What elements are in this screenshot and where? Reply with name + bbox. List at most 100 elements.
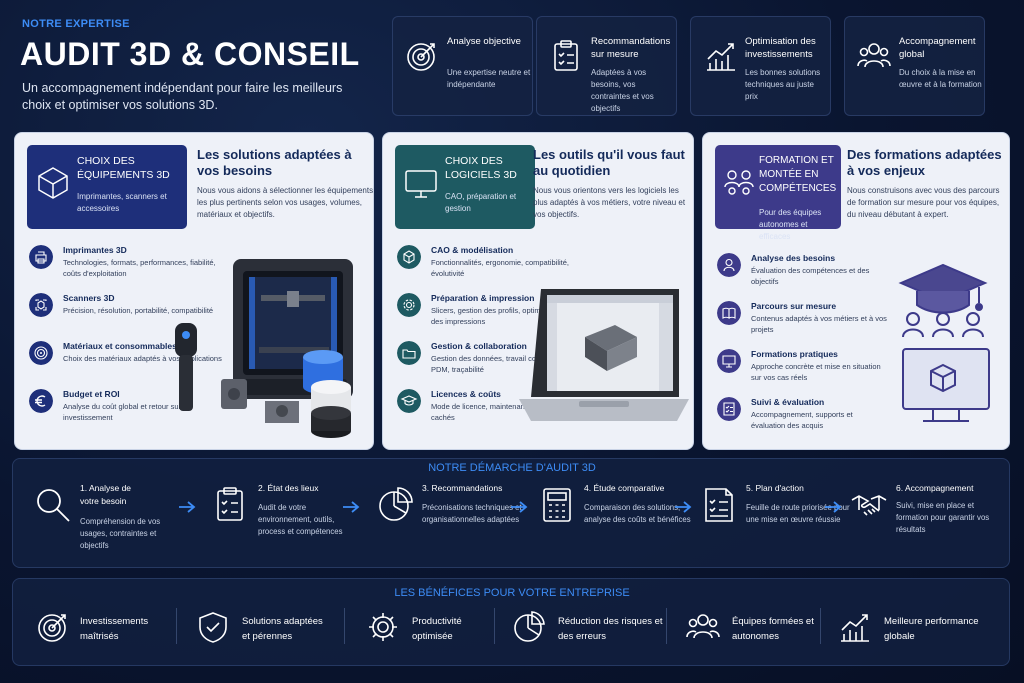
expertise-tag: NOTRE EXPERTISE (22, 18, 130, 30)
arrow-right-icon (511, 501, 528, 513)
arrow-right-icon (179, 501, 196, 513)
process-title: NOTRE DÉMARCHE D'AUDIT 3D (428, 462, 596, 474)
clipboard-icon (217, 487, 243, 521)
feature-title: Analyse objective (447, 36, 521, 47)
benefit-item: Équipes formées et autonomes (686, 610, 846, 650)
step-desc: Préconisations techniques et organisatio… (422, 503, 522, 524)
printer-illustration (175, 259, 353, 438)
feature-card-analysis: Analyse objective Une expertise neutre e… (392, 16, 533, 116)
item-desc: Fonctionnalités, ergonomie, compatibilit… (431, 258, 569, 278)
benefit-label: Solutions adaptées et pérennes (242, 616, 323, 642)
pie-chart-icon (514, 611, 545, 642)
badge-desc: Pour des équipes autonomes et efficaces (759, 208, 822, 241)
step-title: 6. Accompagnement (896, 483, 974, 493)
chart-growth-icon (707, 43, 735, 71)
badge-title: Choix des équipements 3D (77, 155, 170, 181)
list-item: CAO & modélisation Fonctionnalités, ergo… (397, 245, 569, 289)
item-title: Gestion & collaboration (431, 341, 527, 351)
panel-software: Choix des logiciels 3D CAO, préparation … (382, 132, 694, 450)
panel-training: Formation et montée en compétences Pour … (702, 132, 1010, 450)
benefit-item: Solutions adaptées et pérennes (196, 610, 356, 650)
item-title: Parcours sur mesure (751, 301, 837, 311)
item-desc: Analyse du coût global et retour sur inv… (63, 402, 181, 422)
gear-icon (397, 293, 421, 317)
item-title: Suivi & évaluation (751, 397, 825, 407)
people-icon (857, 43, 891, 68)
step-desc: Suivi, mise en place et formation pour g… (896, 501, 990, 534)
panel-heading: Des formations adaptées à vos enjeux (847, 147, 1002, 178)
panel-heading: Les solutions adaptées à vos besoins (197, 147, 352, 178)
arrow-right-icon (675, 501, 692, 513)
printer-icon (29, 245, 53, 269)
item-desc: Gestion des données, travail collaborati… (431, 354, 567, 374)
item-desc: Choix des matériaux adaptés à vos applic… (63, 354, 222, 363)
item-desc: Technologies, formats, performances, fia… (63, 258, 216, 278)
process-section (12, 458, 1010, 568)
divider (176, 608, 177, 644)
process-step: 6. Accompagnement Suivi, mise en place e… (850, 482, 1000, 562)
step-desc: Feuille de route priorisée pour une mise… (746, 503, 850, 524)
benefit-label: Productivité optimisée (412, 616, 462, 642)
shield-check-icon (199, 612, 227, 643)
feature-title: Optimisation des investissements (745, 36, 816, 60)
badge-desc: CAO, préparation et gestion (445, 192, 517, 213)
step-desc: Comparaison des solutions, analyse des c… (584, 503, 691, 524)
item-title: Formations pratiques (751, 349, 838, 359)
feature-title: Accompagnement global (899, 36, 976, 60)
item-title: Matériaux et consommables (63, 341, 177, 351)
list-item: Imprimantes 3D Technologies, formats, pe… (29, 245, 219, 289)
badge-title: Choix des logiciels 3D (445, 155, 517, 181)
list-item: Budget et ROI Analyse du coût global et … (29, 389, 219, 433)
item-title: Scanners 3D (63, 293, 115, 303)
panel-heading: Les outils qu'il vous faut au quotidien (533, 147, 685, 178)
item-title: Imprimantes 3D (63, 245, 127, 255)
clipboard-icon (554, 40, 578, 71)
laptop-illustration (519, 289, 689, 421)
feature-card-optimisation: Optimisation des investissements Les bon… (690, 16, 831, 116)
people-icon (724, 170, 754, 195)
divider (666, 608, 667, 644)
cube-icon (397, 245, 421, 269)
list-item: Préparation & impression Slicers, gestio… (397, 293, 567, 337)
item-title: Analyse des besoins (751, 253, 836, 263)
divider (494, 608, 495, 644)
arrow-right-icon (825, 501, 842, 513)
feature-desc: Les bonnes solutions techniques au juste… (745, 68, 821, 101)
item-desc: Évaluation des compétences et des object… (751, 266, 870, 286)
benefits-title: LES BÉNÉFICES POUR VOTRE ENTREPRISE (394, 587, 630, 599)
badge-title: Formation et montée en compétences (759, 155, 837, 194)
step-title: 2. État des lieux (258, 483, 319, 493)
item-title: Licences & coûts (431, 389, 501, 399)
divider (344, 608, 345, 644)
arrow-right-icon (343, 501, 360, 513)
feature-card-support: Accompagnement global Du choix à la mise… (844, 16, 985, 116)
step-title: 1. Analyse de votre besoin (80, 483, 132, 506)
benefit-label: Meilleure performance globale (884, 616, 979, 642)
process-step: 3. Recommandations Préconisations techni… (376, 482, 526, 562)
checklist-icon (717, 397, 741, 421)
target-icon (407, 43, 435, 71)
monitor-icon (405, 170, 437, 198)
benefit-item: Productivité optimisée (366, 610, 526, 650)
step-title: 4. Étude comparative (584, 483, 665, 493)
presentation-icon (717, 349, 741, 373)
process-step: 5. Plan d'action Feuille de route priori… (700, 482, 850, 562)
divider (820, 608, 821, 644)
process-step: 1. Analyse de votre besoin Compréhension… (34, 482, 184, 562)
feature-desc: Une expertise neutre et indépendante (447, 68, 531, 89)
training-illustration (898, 263, 990, 422)
item-desc: Approche concrète et mise en situation s… (751, 362, 881, 382)
list-item: Gestion & collaboration Gestion des donn… (397, 341, 567, 385)
pie-chart-icon (379, 487, 413, 521)
euro-icon (29, 389, 53, 413)
process-step: 2. État des lieux Audit de votre environ… (212, 482, 362, 562)
page-title: AUDIT 3D & CONSEIL (20, 36, 360, 72)
feature-title: Recommandations sur mesure (591, 36, 671, 60)
badge-desc: Imprimantes, scanners et accessoires (77, 192, 167, 213)
item-desc: Accompagnement, supports et évaluation d… (751, 410, 853, 430)
magnifier-icon (37, 489, 70, 522)
item-title: CAO & modélisation (431, 245, 514, 255)
list-item: Parcours sur mesure Contenus adaptés à v… (717, 301, 887, 345)
list-item: Licences & coûts Mode de licence, mainte… (397, 389, 567, 433)
panel-equipment: Choix des équipements 3D Imprimantes, sc… (14, 132, 374, 450)
